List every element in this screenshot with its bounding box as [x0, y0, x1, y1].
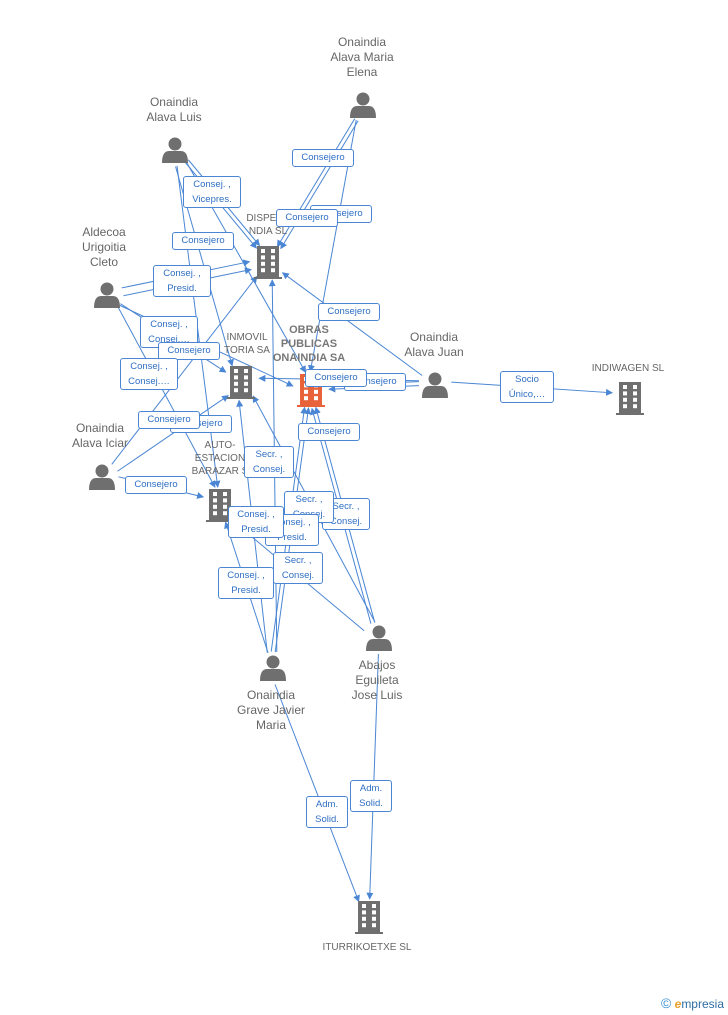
node-label-elena[interactable]: Onaindia Alava Maria Elena — [330, 35, 394, 79]
edge-label-consejero[interactable]: Consejero — [172, 232, 234, 250]
edge-label-consejero[interactable]: Consejero — [305, 369, 367, 387]
node-label-iciar[interactable]: Onaindia Alava Iciar — [71, 421, 129, 450]
edge-iciar-inmovil — [117, 395, 229, 472]
edge-label-consejero[interactable]: Consejero — [125, 476, 187, 494]
edge-juan-dispet — [281, 272, 423, 376]
node-label-inmovil[interactable]: INMOVIL TORIA SA — [224, 332, 270, 356]
edge-label-adm-solid[interactable]: Adm. Solid. — [306, 796, 348, 828]
node-label-iturri[interactable]: ITURRIKOETXE SL — [322, 942, 412, 953]
brand-name: mpresia — [681, 997, 724, 1011]
brand-e: e — [674, 997, 682, 1011]
building-icon[interactable] — [206, 489, 234, 522]
person-icon[interactable] — [260, 655, 286, 682]
edge-label-secr-consej[interactable]: Secr. , Consej. — [244, 446, 294, 478]
edge-label-adm-solid[interactable]: Adm. Solid. — [350, 780, 392, 812]
node-label-abajos[interactable]: Abajos Eguileta Jose Luis — [351, 658, 403, 702]
person-icon[interactable] — [89, 464, 115, 491]
node-label-javier[interactable]: Onaindia Grave Javier Maria — [236, 688, 306, 732]
edge-elena-dispet — [280, 120, 359, 250]
edge-label-consej-presid[interactable]: Consej. , Presid. — [228, 506, 284, 538]
copyright-symbol: © — [660, 995, 672, 1011]
edge-iciar-dispet — [111, 275, 258, 465]
edge-label-consejero[interactable]: Consejero — [298, 423, 360, 441]
edge-abajos-iturri — [366, 653, 379, 900]
edge-label-consejero[interactable]: Consejero — [318, 303, 380, 321]
edge-label-secr-consej[interactable]: Secr. , Consej. — [273, 552, 323, 584]
node-label-dispet[interactable]: DISPETR NDIA SL — [246, 213, 290, 237]
edge-label-consejero[interactable]: Consejero — [138, 411, 200, 429]
icons-layer — [89, 92, 644, 934]
node-label-cleto[interactable]: Aldecoa Urigoitia Cleto — [81, 225, 126, 269]
edge-label-consejero[interactable]: Consejero — [158, 342, 220, 360]
node-label-juan[interactable]: Onaindia Alava Juan — [404, 330, 464, 359]
person-icon[interactable] — [94, 282, 120, 309]
person-icon[interactable] — [366, 625, 392, 652]
node-label-luis[interactable]: Onaindia Alava Luis — [146, 95, 202, 124]
edge-label-consej-presid[interactable]: Consej. , Presid. — [218, 567, 274, 599]
node-label-indiwagen[interactable]: INDIWAGEN SL — [591, 363, 665, 374]
edge-cleto-auto — [117, 306, 216, 488]
person-icon[interactable] — [350, 92, 376, 119]
node-label-obras[interactable]: OBRAS PUBLICAS ONAINDIA SA — [272, 324, 346, 364]
edge-label-consejero[interactable]: Consejero — [292, 149, 354, 167]
building-icon[interactable] — [616, 382, 644, 415]
building-icon[interactable] — [254, 246, 282, 279]
copyright: © empresia — [661, 995, 724, 1011]
building-icon[interactable] — [227, 366, 255, 399]
building-icon[interactable] — [355, 901, 383, 934]
edge-label-consejero[interactable]: Consejero — [276, 209, 338, 227]
edge-label-consej-presid[interactable]: Consej. , Presid. — [153, 265, 211, 297]
edge-label-consej-consej[interactable]: Consej. , Consej.… — [120, 358, 178, 390]
person-icon[interactable] — [422, 372, 448, 399]
edge-label-consej-vicepres[interactable]: Consej. , Vicepres. — [183, 176, 241, 208]
person-icon[interactable] — [162, 137, 188, 164]
edge-javier-iturri — [274, 684, 360, 903]
edge-label-socio-unico[interactable]: Socio Único,… — [500, 371, 554, 403]
